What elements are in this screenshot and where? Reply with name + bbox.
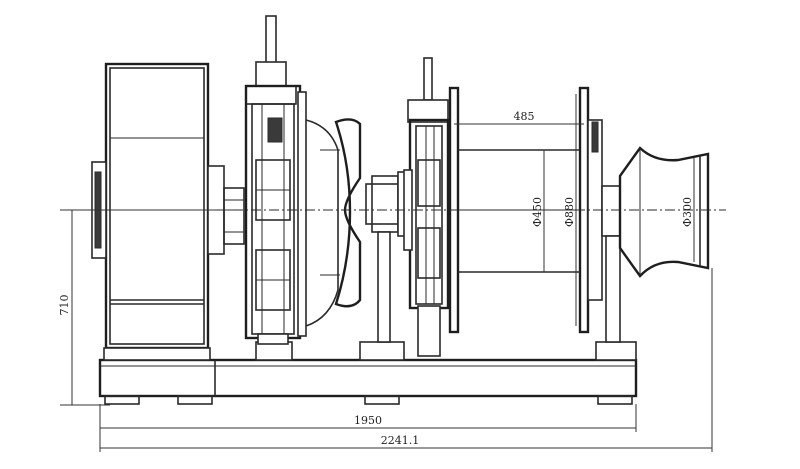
motor-drum [91,62,245,361]
dimension-label-dia-300: Φ300 [681,197,694,227]
dimension-label-2241: 2241.1 [381,434,420,447]
clutch-assembly [403,57,450,357]
dimension-label-dia-450: Φ450 [531,197,544,227]
dimension-lines [60,94,726,452]
warping-head-inner [320,118,362,308]
dimension-label-1950: 1950 [354,414,382,427]
dimension-label-dia-880: Φ880 [563,197,576,227]
gearbox-assembly [244,15,339,345]
warping-head-outer [601,146,710,343]
dimension-label-485: 485 [514,110,535,123]
center-pedestal [365,171,407,343]
dimension-label-710: 710 [58,295,71,316]
